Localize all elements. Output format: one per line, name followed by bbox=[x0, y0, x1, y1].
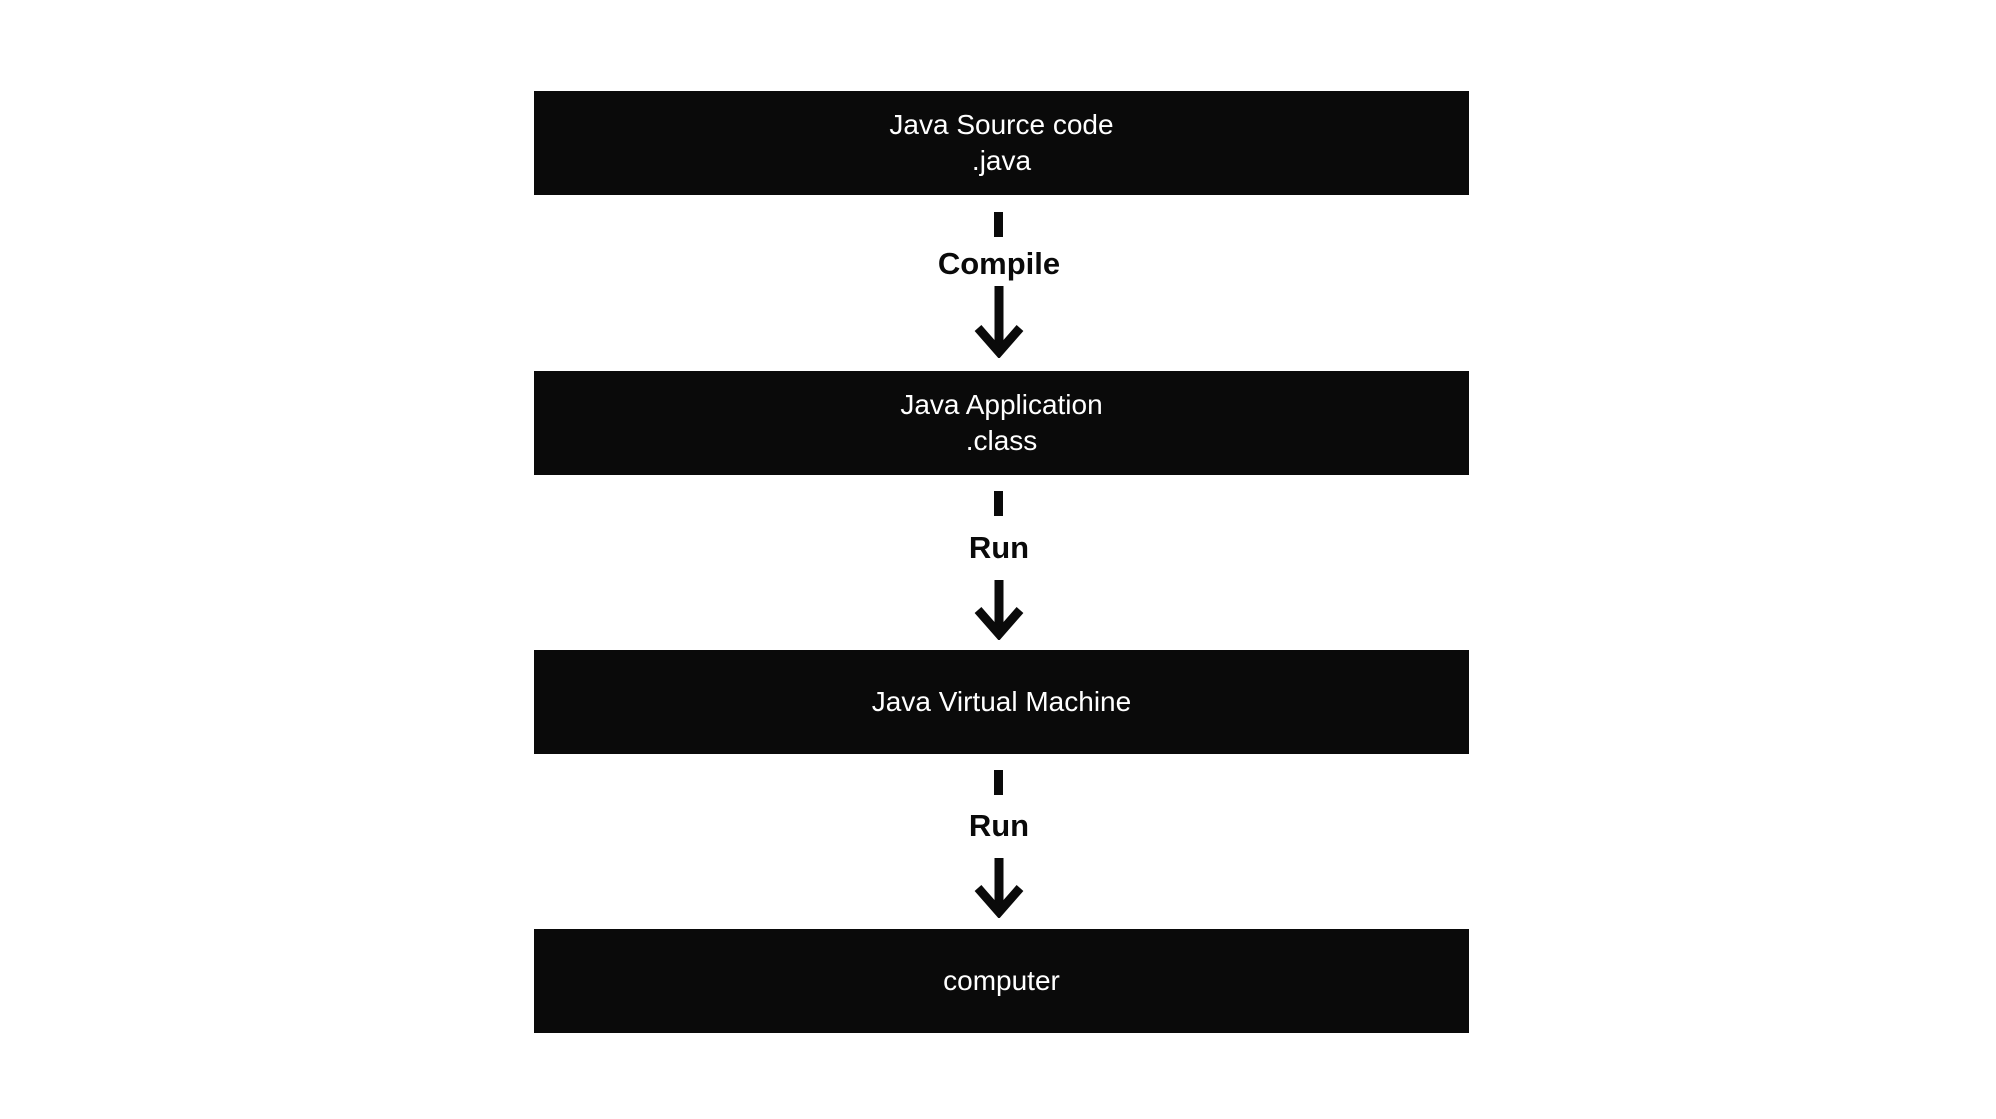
down-arrow-icon bbox=[974, 858, 1024, 918]
down-arrow-icon bbox=[974, 286, 1024, 358]
connector-dash bbox=[994, 491, 1003, 516]
box-title: computer bbox=[943, 965, 1060, 996]
box-computer: computer bbox=[534, 929, 1469, 1033]
down-arrow-icon bbox=[974, 580, 1024, 640]
step-label-run: Run bbox=[968, 808, 1030, 843]
step-label-run: Run bbox=[968, 530, 1030, 565]
step-label-compile: Compile bbox=[937, 246, 1061, 281]
box-title: Java Source code bbox=[889, 109, 1114, 140]
box-title: Java Virtual Machine bbox=[871, 686, 1132, 717]
box-subtitle: .class bbox=[965, 425, 1038, 456]
connector-dash bbox=[994, 212, 1003, 237]
box-java-application: Java Application .class bbox=[534, 371, 1469, 475]
box-subtitle: .java bbox=[971, 145, 1032, 176]
box-java-source-code: Java Source code .java bbox=[534, 91, 1469, 195]
box-title: Java Application bbox=[900, 389, 1103, 420]
connector-dash bbox=[994, 770, 1003, 795]
box-java-virtual-machine: Java Virtual Machine bbox=[534, 650, 1469, 754]
